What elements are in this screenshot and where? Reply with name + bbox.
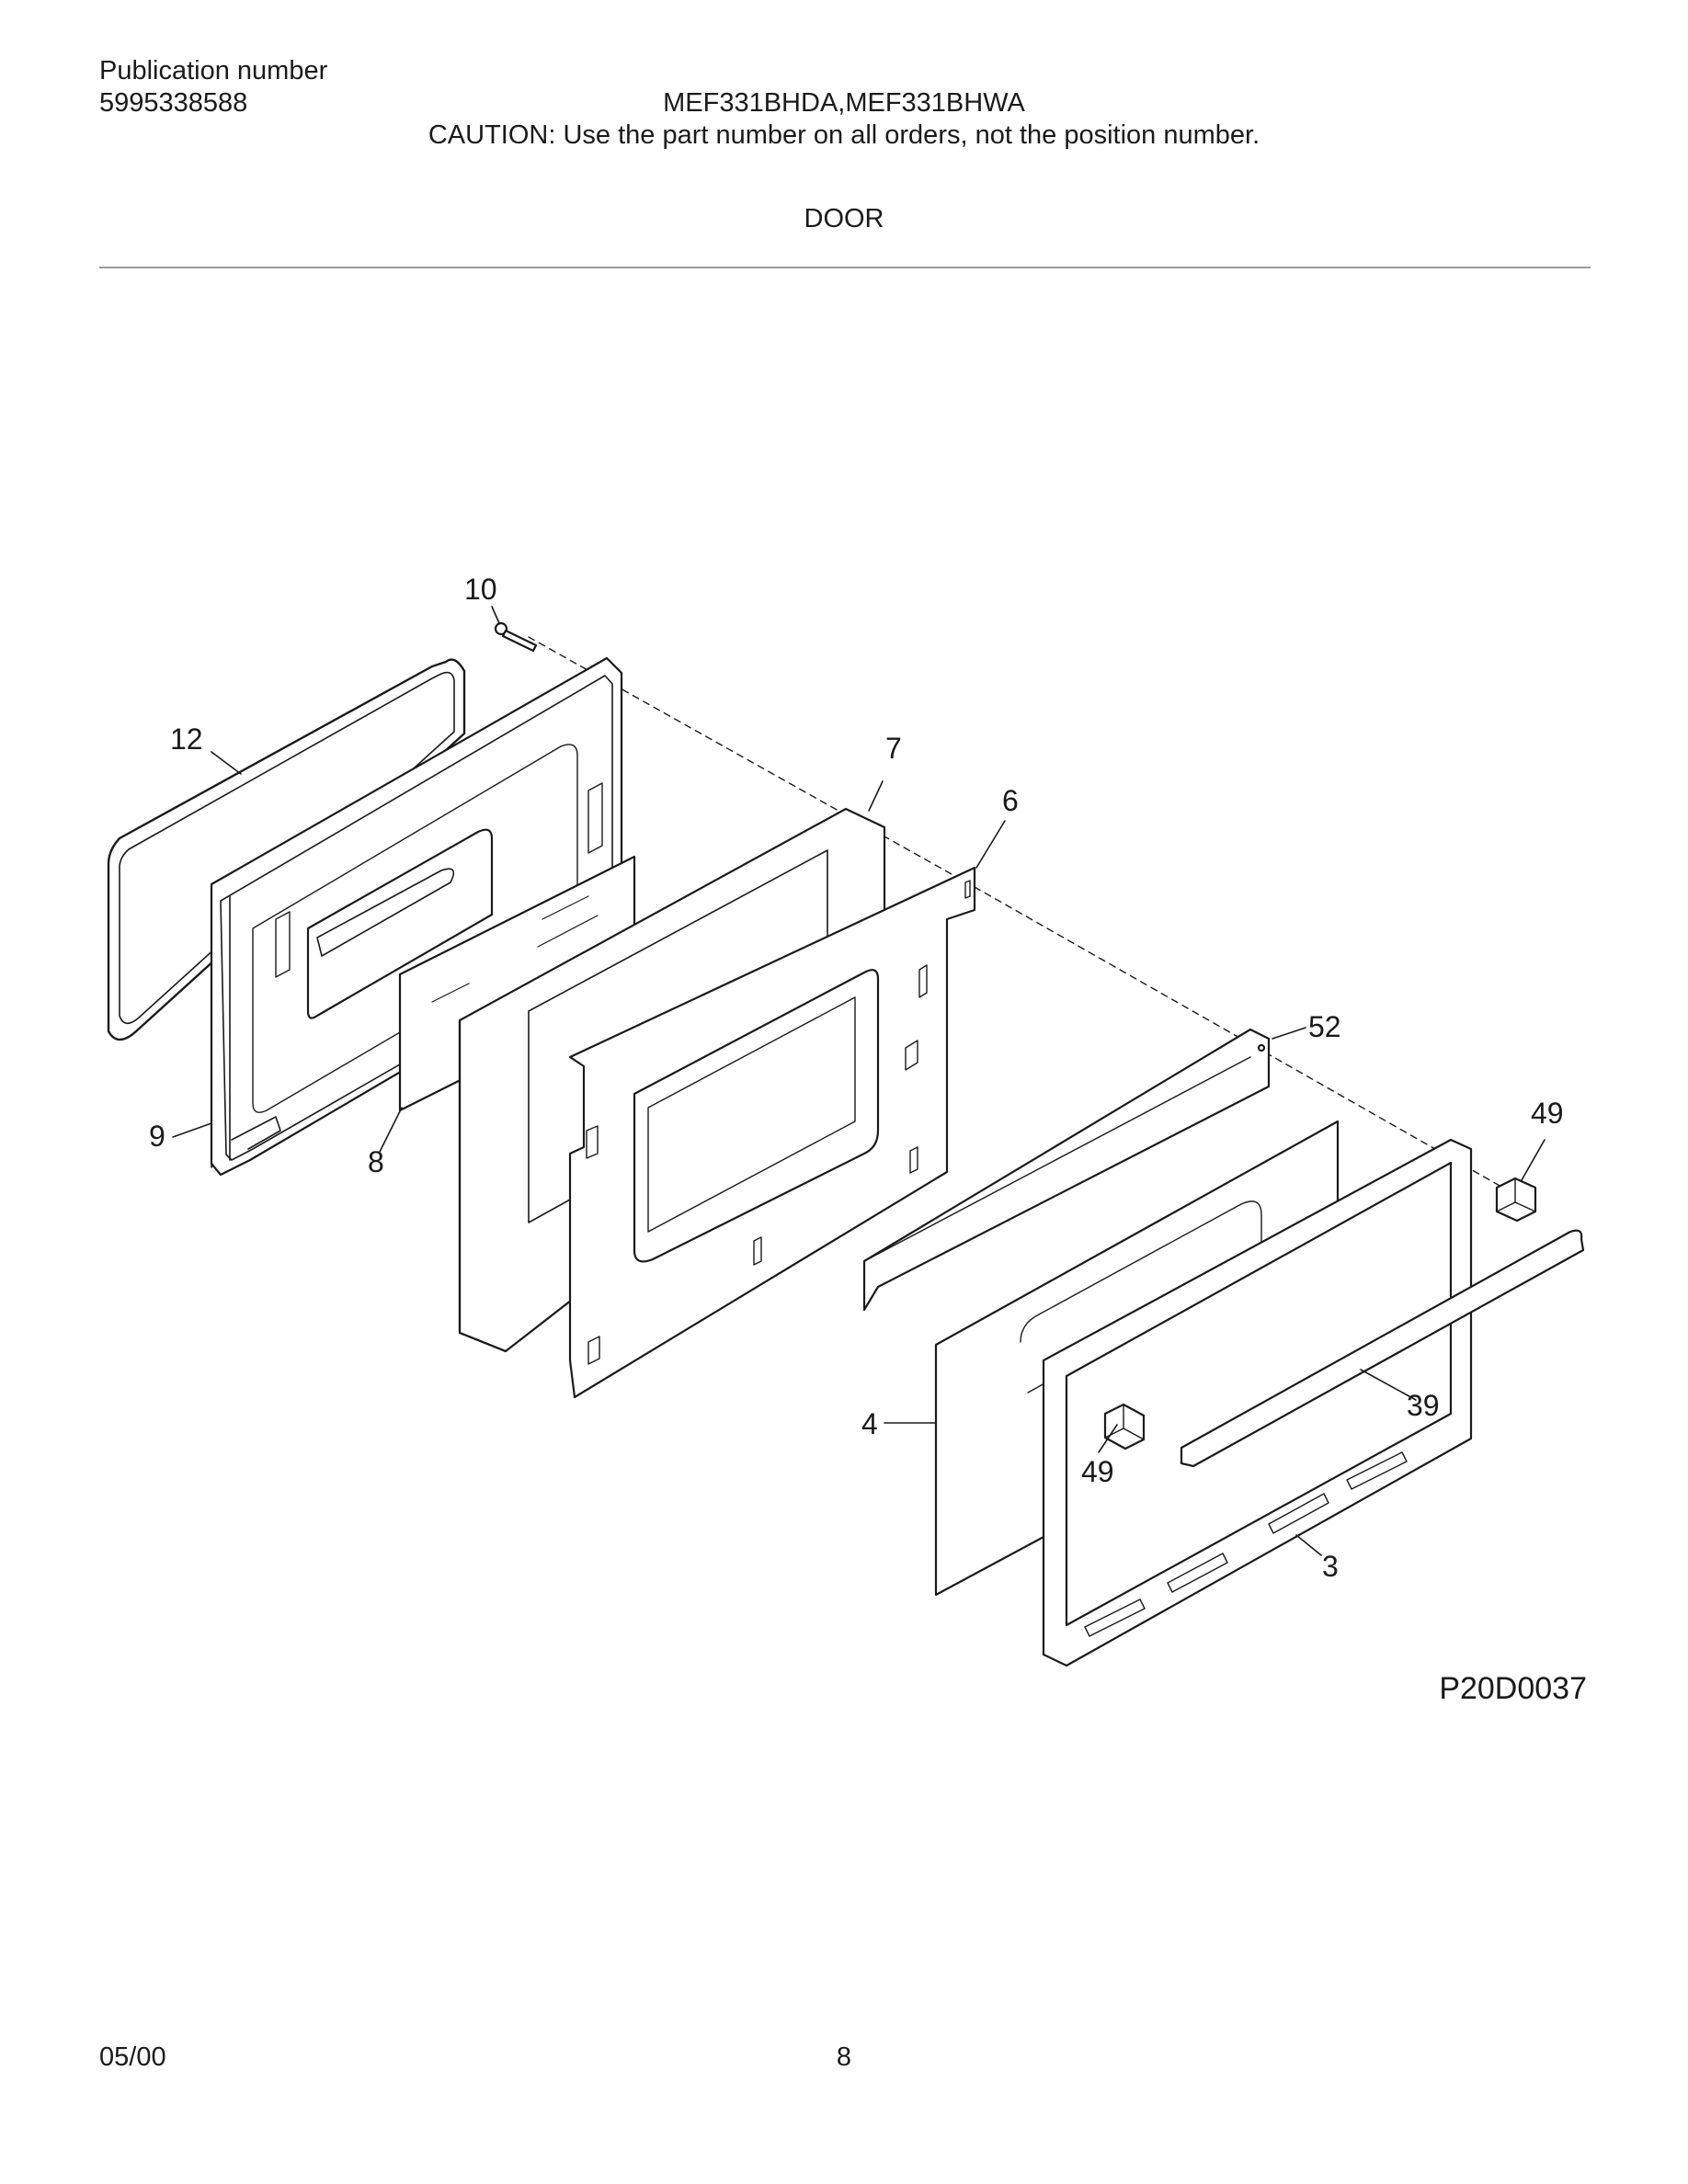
callout-10: 10 <box>464 573 497 606</box>
leader-lines <box>172 606 1545 1556</box>
inner-door-panel-part <box>568 866 976 1399</box>
publication-number: 5995338588 <box>99 88 248 118</box>
callout-52: 52 <box>1308 1010 1341 1043</box>
publication-label: Publication number <box>99 56 328 85</box>
section-title: DOOR <box>804 204 884 233</box>
callout-39: 39 <box>1407 1389 1440 1422</box>
door-exploded-diagram: 10 12 7 6 52 49 9 8 39 4 49 3 <box>107 573 1585 1667</box>
callout-labels: 10 12 7 6 52 49 9 8 39 4 49 3 <box>149 573 1564 1583</box>
callout-49-left: 49 <box>1081 1455 1114 1488</box>
screw-part <box>494 621 538 653</box>
end-cap-part-left <box>1103 1403 1146 1450</box>
header-divider <box>99 267 1591 268</box>
callout-7: 7 <box>885 732 902 765</box>
end-cap-part-right <box>1495 1177 1537 1223</box>
handle-rod-part <box>1180 1229 1585 1468</box>
callout-4: 4 <box>861 1407 878 1440</box>
door-gasket-part <box>107 658 466 1041</box>
callout-3: 3 <box>1322 1550 1339 1583</box>
figure-code: P20D0037 <box>1439 1671 1587 1706</box>
caution-note: CAUTION: Use the part number on all orde… <box>428 120 1260 150</box>
callout-8: 8 <box>368 1145 384 1178</box>
callout-49-right: 49 <box>1531 1097 1564 1130</box>
footer-date: 05/00 <box>99 2042 166 2072</box>
door-liner-part <box>210 656 623 1177</box>
model-numbers: MEF331BHDA,MEF331BHWA <box>663 88 1025 118</box>
top-trim-part <box>862 1028 1271 1312</box>
callout-6: 6 <box>1002 784 1019 817</box>
callout-12: 12 <box>170 722 203 756</box>
page-number: 8 <box>836 2042 852 2072</box>
door-front-frame-part <box>1042 1138 1473 1667</box>
callout-9: 9 <box>149 1120 165 1153</box>
